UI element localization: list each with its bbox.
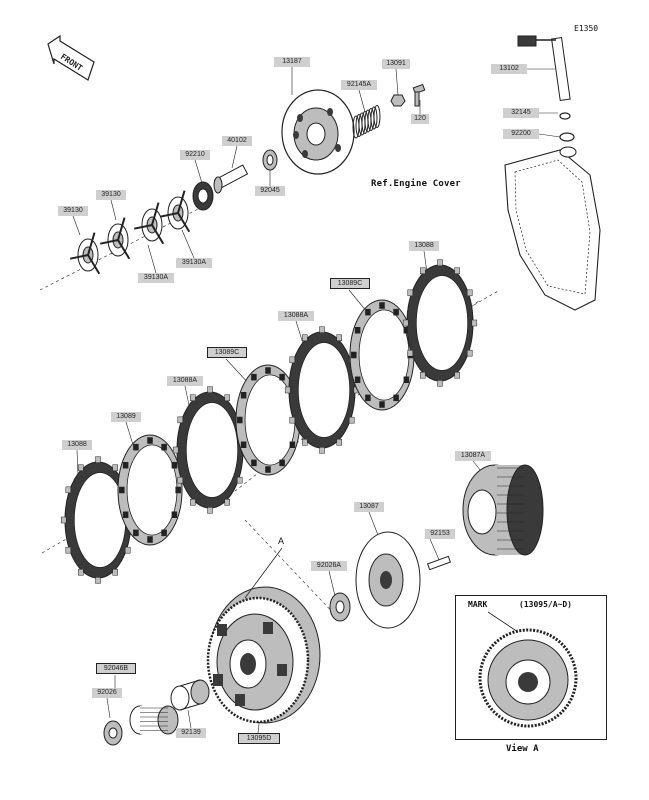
part-label-13089c: 13089C — [330, 278, 370, 289]
spring-plate-39130-b — [100, 217, 131, 260]
needle-bearing-92046b — [129, 705, 179, 735]
plate-13089c-2 — [349, 299, 415, 411]
push-rod-13102 — [517, 35, 571, 101]
part-label-92139: 92139 — [176, 728, 206, 738]
spring-plate-39130a-b — [160, 190, 191, 233]
shaft-40102 — [213, 164, 249, 194]
front-arrow-icon: FRONT — [47, 34, 95, 81]
mark-label: MARK — [468, 600, 488, 609]
o-ring-92200 — [559, 132, 575, 142]
part-label-92200: 92200 — [503, 129, 539, 139]
part-label-13088a: 13088A — [167, 376, 203, 386]
plate-13088a-2 — [284, 326, 360, 454]
plate-13088-front — [60, 456, 136, 584]
spring-plate-39130a-a — [134, 202, 165, 245]
view-a-caption: View A — [506, 744, 539, 754]
part-drawings: FRONT — [47, 34, 601, 746]
pin-92153 — [426, 555, 452, 571]
plate-13088a-1 — [172, 386, 248, 514]
part-label-92153: 92153 — [425, 529, 455, 539]
circlip-32145 — [559, 112, 571, 120]
plate-13088-rear — [402, 259, 478, 387]
part-label-13089c: 13089C — [207, 347, 247, 358]
clutch-housing-13095d — [206, 586, 321, 724]
plate-13089 — [117, 434, 183, 546]
part-label-92026: 92026 — [92, 688, 122, 698]
engine-cover-outline — [504, 146, 601, 311]
part-label-13088: 13088 — [409, 241, 439, 251]
part-label-32145: 32145 — [503, 108, 539, 118]
part-label-13089: 13089 — [111, 412, 141, 422]
part-label-13088: 13088 — [62, 440, 92, 450]
spring-92145a — [352, 105, 381, 139]
part-label-92046b: 92046B — [96, 663, 136, 674]
part-label-39130: 39130 — [58, 206, 88, 216]
part-label-13087a: 13087A — [455, 451, 491, 461]
ref-engine-cover-label: Ref.Engine Cover — [371, 179, 461, 189]
part-label-92210: 92210 — [180, 150, 210, 160]
part-label-13095d: 13095D — [238, 733, 280, 744]
part-label-13102: 13102 — [491, 64, 527, 74]
part-label-13187: 13187 — [274, 57, 310, 67]
mark-part-number: (13095/A~D) — [519, 600, 572, 609]
view-a-callout: A — [278, 536, 285, 546]
part-label-40102: 40102 — [222, 136, 252, 146]
view-a-gear-detail — [478, 611, 578, 728]
view-a-arrow — [244, 547, 283, 599]
view-a-frame — [455, 595, 607, 740]
part-label-39130a: 39130A — [138, 273, 174, 283]
clutch-hub-13087a — [462, 464, 544, 556]
part-label-39130: 39130 — [96, 190, 126, 200]
pressure-plate-13187 — [281, 89, 355, 175]
part-label-13088a: 13088A — [278, 311, 314, 321]
diagram-id: E1350 — [574, 24, 599, 33]
sleeve-92139 — [170, 679, 210, 711]
part-label-39130a: 39130A — [176, 258, 212, 268]
part-label-92045: 92045 — [255, 186, 285, 196]
part-label-120: 120 — [411, 114, 429, 124]
spring-plate-39130-a — [70, 232, 101, 275]
part-label-13087: 13087 — [354, 502, 384, 512]
bolt-washer — [390, 83, 426, 107]
plate-13087 — [355, 531, 421, 629]
part-label-92145a: 92145A — [341, 80, 377, 90]
part-label-13091: 13091 — [382, 59, 410, 69]
part-label-92026a: 92026A — [311, 561, 347, 571]
